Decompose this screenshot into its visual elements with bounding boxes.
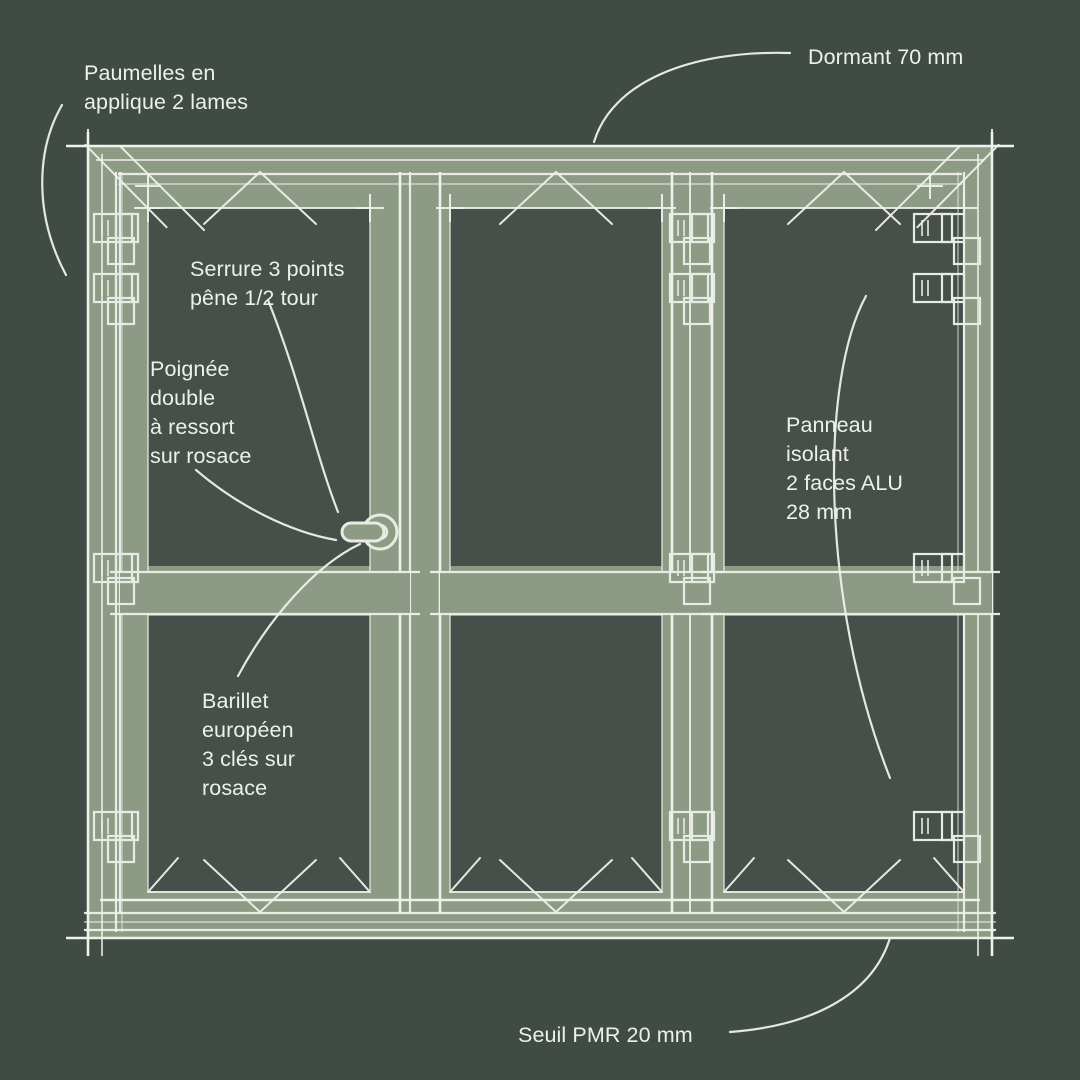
threshold-callout-line-0: Seuil PMR 20 mm	[518, 1023, 693, 1047]
mid-rail-right	[440, 572, 712, 614]
cylinder-callout-line-3: rosace	[202, 776, 267, 800]
cylinder-callout-line-2: 3 clés sur	[202, 747, 295, 771]
leaf-head-miter-0	[203, 170, 317, 225]
handle-callout-line-1: double	[150, 386, 215, 410]
door-handle[interactable]	[340, 513, 399, 551]
pane-lower-far-right	[724, 616, 964, 892]
handle-callout-line-3: sur rosace	[150, 444, 251, 468]
mid-rail-fixed	[712, 572, 992, 614]
panel-callout-line-1: isolant	[786, 442, 849, 466]
hinge-mullion-top	[668, 212, 716, 266]
hinge-left-bottom	[92, 810, 140, 864]
cylinder-callout-line-0: Barillet	[202, 689, 269, 713]
leaf-head-miter-2	[787, 170, 901, 225]
leaf-bottom-miter-5	[933, 857, 965, 893]
hinge-right-middle	[912, 552, 982, 606]
hinge-right-upper	[912, 272, 982, 326]
leaf-bottom-miter-2	[449, 857, 481, 893]
panel-callout-line-2: 2 faces ALU	[786, 471, 903, 495]
lock-callout-line-1: pêne 1/2 tour	[190, 286, 318, 310]
leaf-sill-miter-2	[787, 859, 901, 914]
handle-callout-label: Poignée double à ressort sur rosace	[150, 357, 251, 468]
frame-callout-leader	[592, 51, 792, 144]
pane-lower-left	[148, 616, 370, 892]
frame-callout-label: Dormant 70 mm	[808, 45, 963, 69]
panel-callout-label: Panneau isolant 2 faces ALU 28 mm	[786, 413, 903, 524]
hinges-callout-line-0: Paumelles en	[84, 61, 215, 85]
hinge-right-bottom	[912, 810, 982, 864]
leaf-sill-miter-0	[203, 859, 317, 914]
cylinder-callout-leader	[236, 542, 362, 678]
leaf-bottom-miter-4	[723, 857, 755, 893]
hinge-right-top	[912, 212, 982, 266]
leaf-sill-miter-1	[499, 859, 613, 914]
threshold-callout-leader	[728, 936, 892, 1034]
lock-callout-leader	[266, 298, 340, 514]
handle-callout-line-0: Poignée	[150, 357, 230, 381]
hinges-callout-line-1: applique 2 lames	[84, 90, 248, 114]
panel-callout-line-0: Panneau	[786, 413, 873, 437]
panel-callout-line-3: 28 mm	[786, 500, 852, 524]
pane-upper-left	[148, 208, 370, 566]
frame-corner-miter-1	[875, 145, 961, 231]
miter-top-left	[84, 143, 168, 229]
pane-lower-right	[450, 616, 662, 892]
handle-callout-leader	[194, 468, 338, 542]
hinges-callout-label: Paumelles en applique 2 lames	[84, 61, 248, 114]
pane-upper-far-right	[724, 208, 964, 566]
frame-corner-miter-0	[119, 145, 205, 231]
cylinder-callout-line-1: européen	[202, 718, 294, 742]
pane-upper-right	[450, 208, 662, 566]
hinge-left-top	[92, 212, 140, 266]
hinge-mullion-middle	[668, 552, 716, 606]
leaf-head-miter-1	[499, 170, 613, 225]
leaf-bottom-miter-3	[631, 857, 663, 893]
leaf-bottom-miter-0	[147, 857, 179, 893]
panel-callout-leader	[832, 294, 892, 780]
hinge-mullion-upper	[668, 272, 716, 326]
hinges-callout-leader	[41, 103, 68, 277]
hinge-left-middle	[92, 552, 140, 606]
threshold-callout-label: Seuil PMR 20 mm	[518, 1023, 693, 1047]
hinge-mullion-bottom	[668, 810, 716, 864]
frame-callout-line-0: Dormant 70 mm	[808, 45, 963, 69]
leaf-bottom-miter-1	[339, 857, 371, 893]
hinge-left-upper	[92, 272, 140, 326]
cylinder-callout-label: Barillet européen 3 clés sur rosace	[202, 689, 295, 800]
handle-callout-line-2: à ressort	[150, 415, 235, 439]
lock-callout-line-0: Serrure 3 points	[190, 257, 345, 281]
handle-lever[interactable]	[340, 521, 386, 543]
lock-callout-label: Serrure 3 points pêne 1/2 tour	[190, 257, 345, 310]
mid-rail-left	[120, 572, 410, 614]
